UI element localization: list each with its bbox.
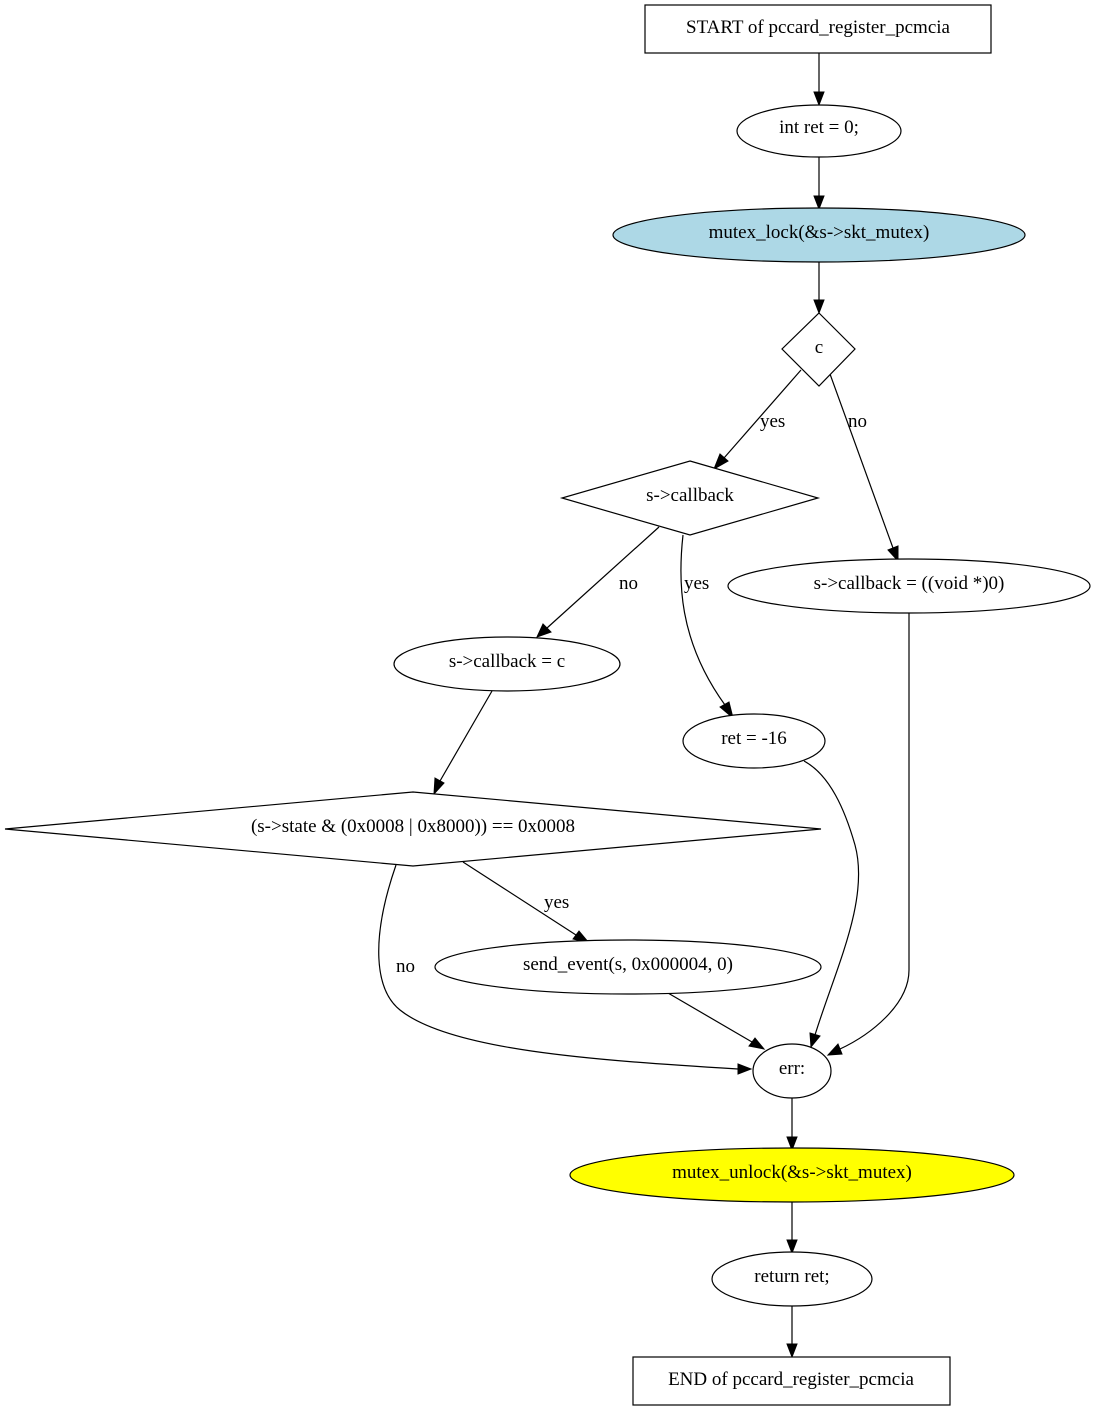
arrowhead	[719, 701, 734, 720]
ret-busy-node: ret = -16	[682, 713, 826, 769]
edge-label-callback-yes: yes	[684, 573, 709, 594]
init-ret-node-label: int ret = 0;	[779, 117, 859, 138]
edge-null-to-err	[839, 612, 910, 1050]
mutex-lock-node-label: mutex_lock(&s->skt_mutex)	[709, 222, 930, 243]
start-node: START of pccard_register_pcmcia	[644, 4, 992, 54]
cond-c-node-label: c	[815, 337, 823, 358]
mutex-unlock-node-label: mutex_unlock(&s->skt_mutex)	[672, 1162, 912, 1183]
arrowhead	[786, 1343, 798, 1359]
cond-c-node: c	[781, 312, 856, 387]
edge-label-c-yes: yes	[760, 411, 785, 432]
return-ret-node: return ret;	[711, 1251, 873, 1307]
arrowhead	[786, 1239, 798, 1255]
edge-state-no	[378, 864, 739, 1070]
end-node-label: END of pccard_register_pcmcia	[668, 1369, 914, 1390]
cond-state-node-label: (s->state & (0x0008 | 0x8000)) == 0x0008	[251, 816, 575, 837]
edge-setc-to-state	[439, 690, 493, 782]
edge-labels: yes no no yes yes no	[396, 411, 867, 977]
edge-busy-to-err	[803, 760, 860, 1036]
err-label-node: err:	[752, 1043, 832, 1099]
arrowhead	[748, 1037, 766, 1050]
arrowhead	[813, 91, 825, 107]
set-callback-null-node-label: s->callback = ((void *)0)	[814, 573, 1005, 594]
edge-label-callback-no: no	[619, 573, 638, 594]
edges	[378, 53, 910, 1359]
arrowhead	[713, 453, 729, 471]
edge-c-no	[829, 373, 894, 549]
arrowhead	[813, 195, 825, 211]
init-ret-node: int ret = 0;	[736, 104, 902, 158]
send-event-node-label: send_event(s, 0x000004, 0)	[523, 954, 733, 975]
set-callback-null-node: s->callback = ((void *)0)	[727, 558, 1091, 614]
err-label-node-label: err:	[779, 1058, 805, 1079]
cond-state-node: (s->state & (0x0008 | 0x8000)) == 0x0008	[4, 791, 822, 867]
arrowhead	[536, 623, 552, 638]
arrowhead	[887, 545, 899, 563]
cond-callback-node-label: s->callback	[646, 485, 734, 506]
end-node: END of pccard_register_pcmcia	[632, 1356, 951, 1406]
edge-label-state-no: no	[396, 956, 415, 977]
send-event-node: send_event(s, 0x000004, 0)	[434, 939, 822, 995]
mutex-lock-node: mutex_lock(&s->skt_mutex)	[612, 207, 1026, 263]
edge-state-yes	[462, 861, 577, 936]
arrowhead	[786, 1136, 798, 1152]
edge-callback-no	[546, 526, 660, 629]
mutex-unlock-node: mutex_unlock(&s->skt_mutex)	[569, 1147, 1015, 1203]
arrowhead	[826, 1043, 843, 1056]
arrowhead	[433, 777, 445, 796]
return-ret-node-label: return ret;	[754, 1266, 829, 1287]
ret-busy-node-label: ret = -16	[721, 728, 787, 749]
edge-send-to-err	[667, 992, 753, 1043]
cond-callback-node: s->callback	[559, 460, 821, 536]
set-callback-c-node: s->callback = c	[393, 636, 621, 692]
edge-c-yes	[723, 369, 802, 459]
set-callback-c-node-label: s->callback = c	[449, 651, 565, 672]
nodes: START of pccard_register_pcmcia int ret …	[4, 4, 1091, 1406]
arrowhead	[813, 299, 825, 315]
edge-label-state-yes: yes	[544, 892, 569, 913]
arrowhead	[809, 1032, 821, 1049]
arrowhead	[737, 1063, 753, 1075]
edge-callback-yes	[680, 534, 726, 706]
start-node-label: START of pccard_register_pcmcia	[686, 17, 951, 38]
edge-label-c-no: no	[848, 411, 867, 432]
